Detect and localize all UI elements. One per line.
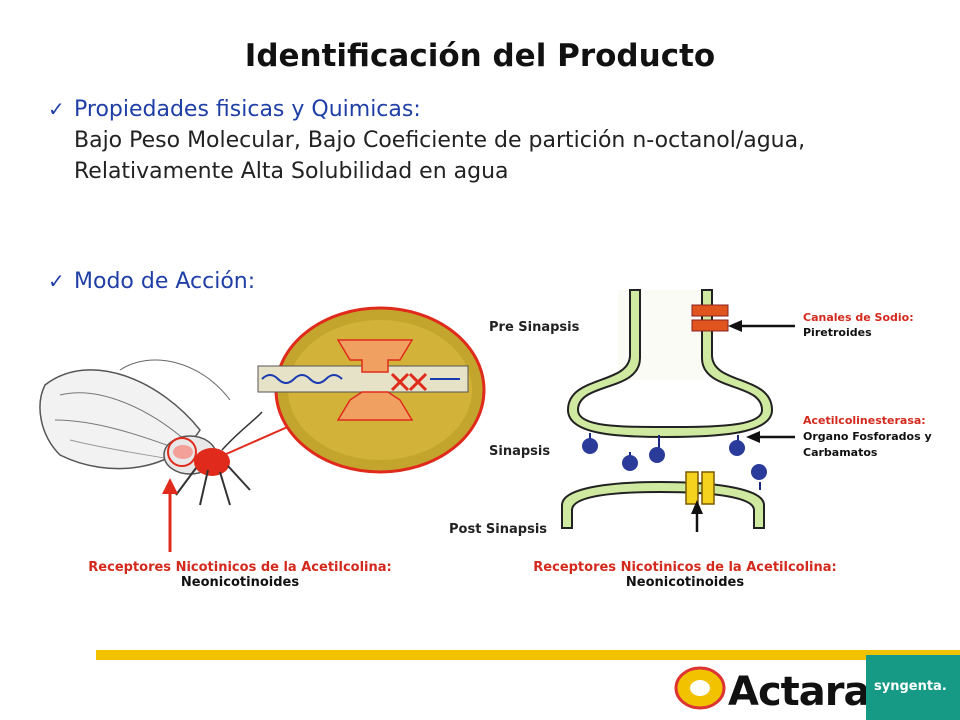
zoom-line xyxy=(223,424,293,456)
footer-bar xyxy=(96,650,960,660)
insect-illustration xyxy=(39,359,263,506)
ache-title: Acetilcolinesterasa: xyxy=(803,414,926,427)
bullet-heading: Propiedades fisicas y Quimicas: xyxy=(74,97,421,122)
label-synapse: Sinapsis xyxy=(489,444,551,459)
label-pre-synapse: Pre Sinapsis xyxy=(489,320,580,335)
caption-title: Receptores Nicotinicos de la Acetilcolin… xyxy=(88,560,392,575)
caption-left: Receptores Nicotinicos de la Acetilcolin… xyxy=(40,560,440,590)
syngenta-badge xyxy=(866,655,960,720)
checkmark-icon: ✓ xyxy=(48,269,65,293)
brand-name: Actara xyxy=(728,669,870,715)
actara-brand: Actara® xyxy=(728,669,882,715)
ache-body-line: Organo Fosforados y xyxy=(803,430,932,443)
syngenta-label: syngenta. xyxy=(874,679,947,694)
zoomed-synapse-oval xyxy=(257,306,486,474)
arrow-head xyxy=(162,478,178,494)
bullet-line: Relativamente Alta Solubilidad en agua xyxy=(74,159,509,184)
synapse-diagram xyxy=(561,289,795,532)
sodium-channel-body: Piretroides xyxy=(803,326,872,339)
caption-body: Neonicotinoides xyxy=(180,575,300,590)
caption-title: Receptores Nicotinicos de la Acetilcolin… xyxy=(533,560,837,575)
bullet-heading: Modo de Acción: xyxy=(74,269,256,294)
sodium-channel-title: Canales de Sodio: xyxy=(803,311,914,324)
actara-logo-icon xyxy=(674,666,726,710)
slide-title: Identificación del Producto xyxy=(244,38,716,74)
caption-right: Receptores Nicotinicos de la Acetilcolin… xyxy=(485,560,885,590)
bullet-line: Bajo Peso Molecular, Bajo Coeficiente de… xyxy=(74,128,806,153)
label-post-synapse: Post Sinapsis xyxy=(449,522,548,537)
checkmark-icon: ✓ xyxy=(48,97,65,121)
caption-body: Neonicotinoides xyxy=(625,575,745,590)
ache-body-line: Carbamatos xyxy=(803,446,878,459)
